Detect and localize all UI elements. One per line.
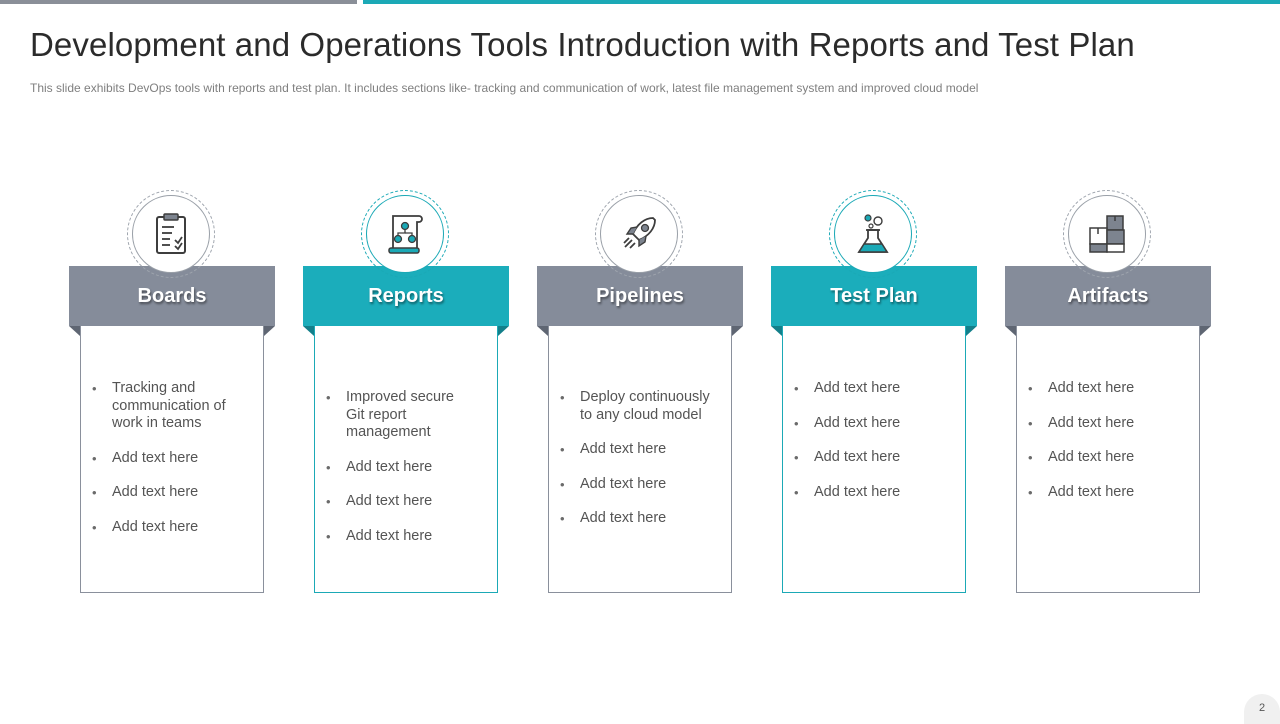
bullet-list: Add text here Add text here Add text her… — [1028, 380, 1178, 518]
bullet-item: Add text here — [560, 476, 710, 494]
card-pipelines: Pipelines Deploy continuously to any clo… — [537, 190, 743, 594]
bullet-item: Add text here — [326, 493, 476, 511]
bullet-item: Tracking and communication of work in te… — [92, 380, 242, 433]
bullet-item: Add text here — [1028, 484, 1178, 502]
ribbon-fold-right — [1200, 326, 1211, 336]
bullet-item: Add text here — [1028, 380, 1178, 398]
bullet-item: Add text here — [92, 519, 242, 537]
card-boards: Boards Tracking and communication of wor… — [69, 190, 275, 594]
bullet-item: Deploy continuously to any cloud model — [560, 389, 710, 424]
icon-ring — [127, 190, 215, 278]
top-accent-bar-teal — [363, 0, 1280, 4]
card-body — [548, 326, 732, 593]
bullet-item: Add text here — [794, 380, 944, 398]
bullet-item: Add text here — [92, 450, 242, 468]
bullet-item: Add text here — [560, 441, 710, 459]
bullet-item: Improved secure Git report management — [326, 389, 476, 442]
slide-title: Development and Operations Tools Introdu… — [30, 26, 1135, 63]
boxes-icon — [1068, 195, 1146, 273]
card-header-reports: Reports — [303, 266, 509, 326]
ribbon-fold-right — [966, 326, 977, 336]
ribbon-fold-left — [771, 326, 782, 336]
page-number: 2 — [1244, 694, 1280, 724]
ribbon-fold-right — [264, 326, 275, 336]
ribbon-fold-left — [537, 326, 548, 336]
bullet-item: Add text here — [326, 528, 476, 546]
bullet-item: Add text here — [560, 510, 710, 528]
rocket-icon — [600, 195, 678, 273]
ribbon-fold-left — [303, 326, 314, 336]
bullet-list: Deploy continuously to any cloud model A… — [560, 389, 710, 545]
bullet-item: Add text here — [1028, 415, 1178, 433]
bullet-list: Tracking and communication of work in te… — [92, 380, 242, 553]
ribbon-fold-right — [498, 326, 509, 336]
bullet-item: Add text here — [326, 459, 476, 477]
report-scroll-icon — [366, 195, 444, 273]
bullet-item: Add text here — [794, 484, 944, 502]
ribbon-fold-right — [732, 326, 743, 336]
card-reports: Reports Improved secure Git report manag… — [303, 190, 509, 594]
card-test-plan: Test Plan Add text here Add text here Ad… — [771, 190, 977, 594]
bullet-item: Add text here — [92, 484, 242, 502]
ribbon-fold-left — [1005, 326, 1016, 336]
bullet-item: Add text here — [794, 449, 944, 467]
icon-ring — [1063, 190, 1151, 278]
bullet-list: Improved secure Git report management Ad… — [326, 389, 476, 562]
icon-ring — [829, 190, 917, 278]
clipboard-checklist-icon — [132, 195, 210, 273]
card-artifacts: Artifacts Add text here Add text here Ad… — [1005, 190, 1211, 594]
bullet-item: Add text here — [1028, 449, 1178, 467]
ribbon-fold-left — [69, 326, 80, 336]
top-accent-bar-gray — [0, 0, 357, 4]
bullet-item: Add text here — [794, 415, 944, 433]
slide-subtitle: This slide exhibits DevOps tools with re… — [30, 81, 979, 95]
icon-ring — [361, 190, 449, 278]
icon-ring — [595, 190, 683, 278]
bullet-list: Add text here Add text here Add text her… — [794, 380, 944, 518]
flask-icon — [834, 195, 912, 273]
